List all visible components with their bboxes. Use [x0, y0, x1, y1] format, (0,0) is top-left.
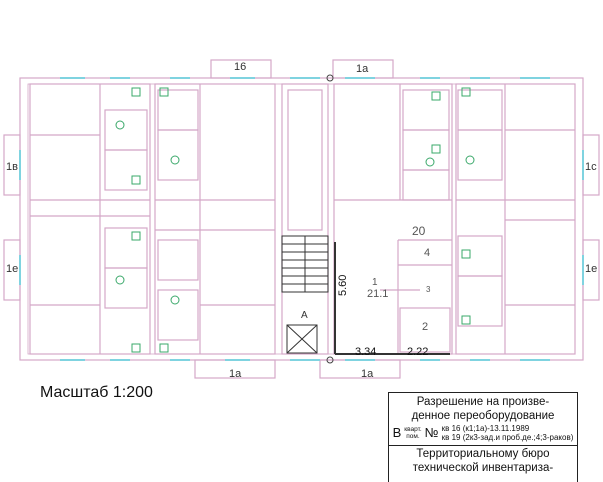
- stamp-line-3: Территориальному бюро: [416, 448, 550, 460]
- stamp-sup-bottom: пом.: [406, 433, 420, 440]
- room-number-3: 3: [426, 285, 431, 294]
- label-left-lower: 1е: [6, 263, 18, 275]
- room-area-21-1: 21.1: [367, 288, 388, 300]
- room-number-2: 2: [422, 321, 428, 333]
- stamp-number-sign: №: [424, 425, 439, 440]
- room-number-4: 4: [424, 247, 430, 259]
- label-bottom-left: 1а: [229, 368, 242, 380]
- dimension-3-34: 3.34: [355, 346, 376, 358]
- dimension-2-22: 2.22: [407, 346, 428, 358]
- fourth-apartment: [455, 83, 576, 355]
- room-number-1: 1: [372, 277, 378, 288]
- stamp-entries: кв 16 (к1;1а)-13.11.1989 кв 19 (2к3-зад.…: [442, 424, 574, 442]
- stamp-prefix: В: [392, 425, 402, 440]
- dimension-5-60: 5.60: [337, 275, 349, 296]
- approval-stamp: Разрешение на произве- денное переоборуд…: [388, 392, 578, 482]
- stamp-apartment-entries: В кварт. пом. № кв 16 (к1;1а)-13.11.1989…: [389, 424, 577, 442]
- label-apt-1a-top: 1а: [356, 63, 369, 75]
- second-apartment: [154, 83, 276, 355]
- label-stair-letter: А: [301, 310, 308, 321]
- label-bottom-right: 1а: [361, 368, 374, 380]
- stamp-entry-2: кв 19 (2к3-зад.и проб.де.;4;3-раков): [441, 433, 574, 442]
- label-apt-16: 16: [234, 61, 246, 73]
- label-right-upper: 1с: [585, 161, 597, 173]
- elevator-shaft: [286, 324, 318, 354]
- stamp-line-2: денное переоборудование: [411, 410, 555, 422]
- stair-core: [281, 83, 329, 355]
- left-apartment: [29, 83, 151, 355]
- stamp-entry-1: кв 16 (к1;1а)-13.11.1989: [441, 424, 530, 433]
- third-apartment: [333, 83, 453, 355]
- floor-plan: 16 1а 1в 1е 1с 1е 1а 1а А 20 4 1 21.1 3 …: [3, 59, 600, 380]
- stamp-line-4: технической инвентариза-: [412, 462, 554, 474]
- label-left-upper: 1в: [6, 161, 18, 173]
- stamp-line-1: Разрешение на произве-: [416, 396, 550, 408]
- stamp-sup-top: кварт.: [404, 426, 422, 433]
- room-number-20: 20: [412, 224, 426, 238]
- scale-label: Масштаб 1:200: [40, 384, 153, 401]
- stamp-superscript: кварт. пом.: [404, 426, 421, 440]
- label-right-lower: 1е: [585, 263, 597, 275]
